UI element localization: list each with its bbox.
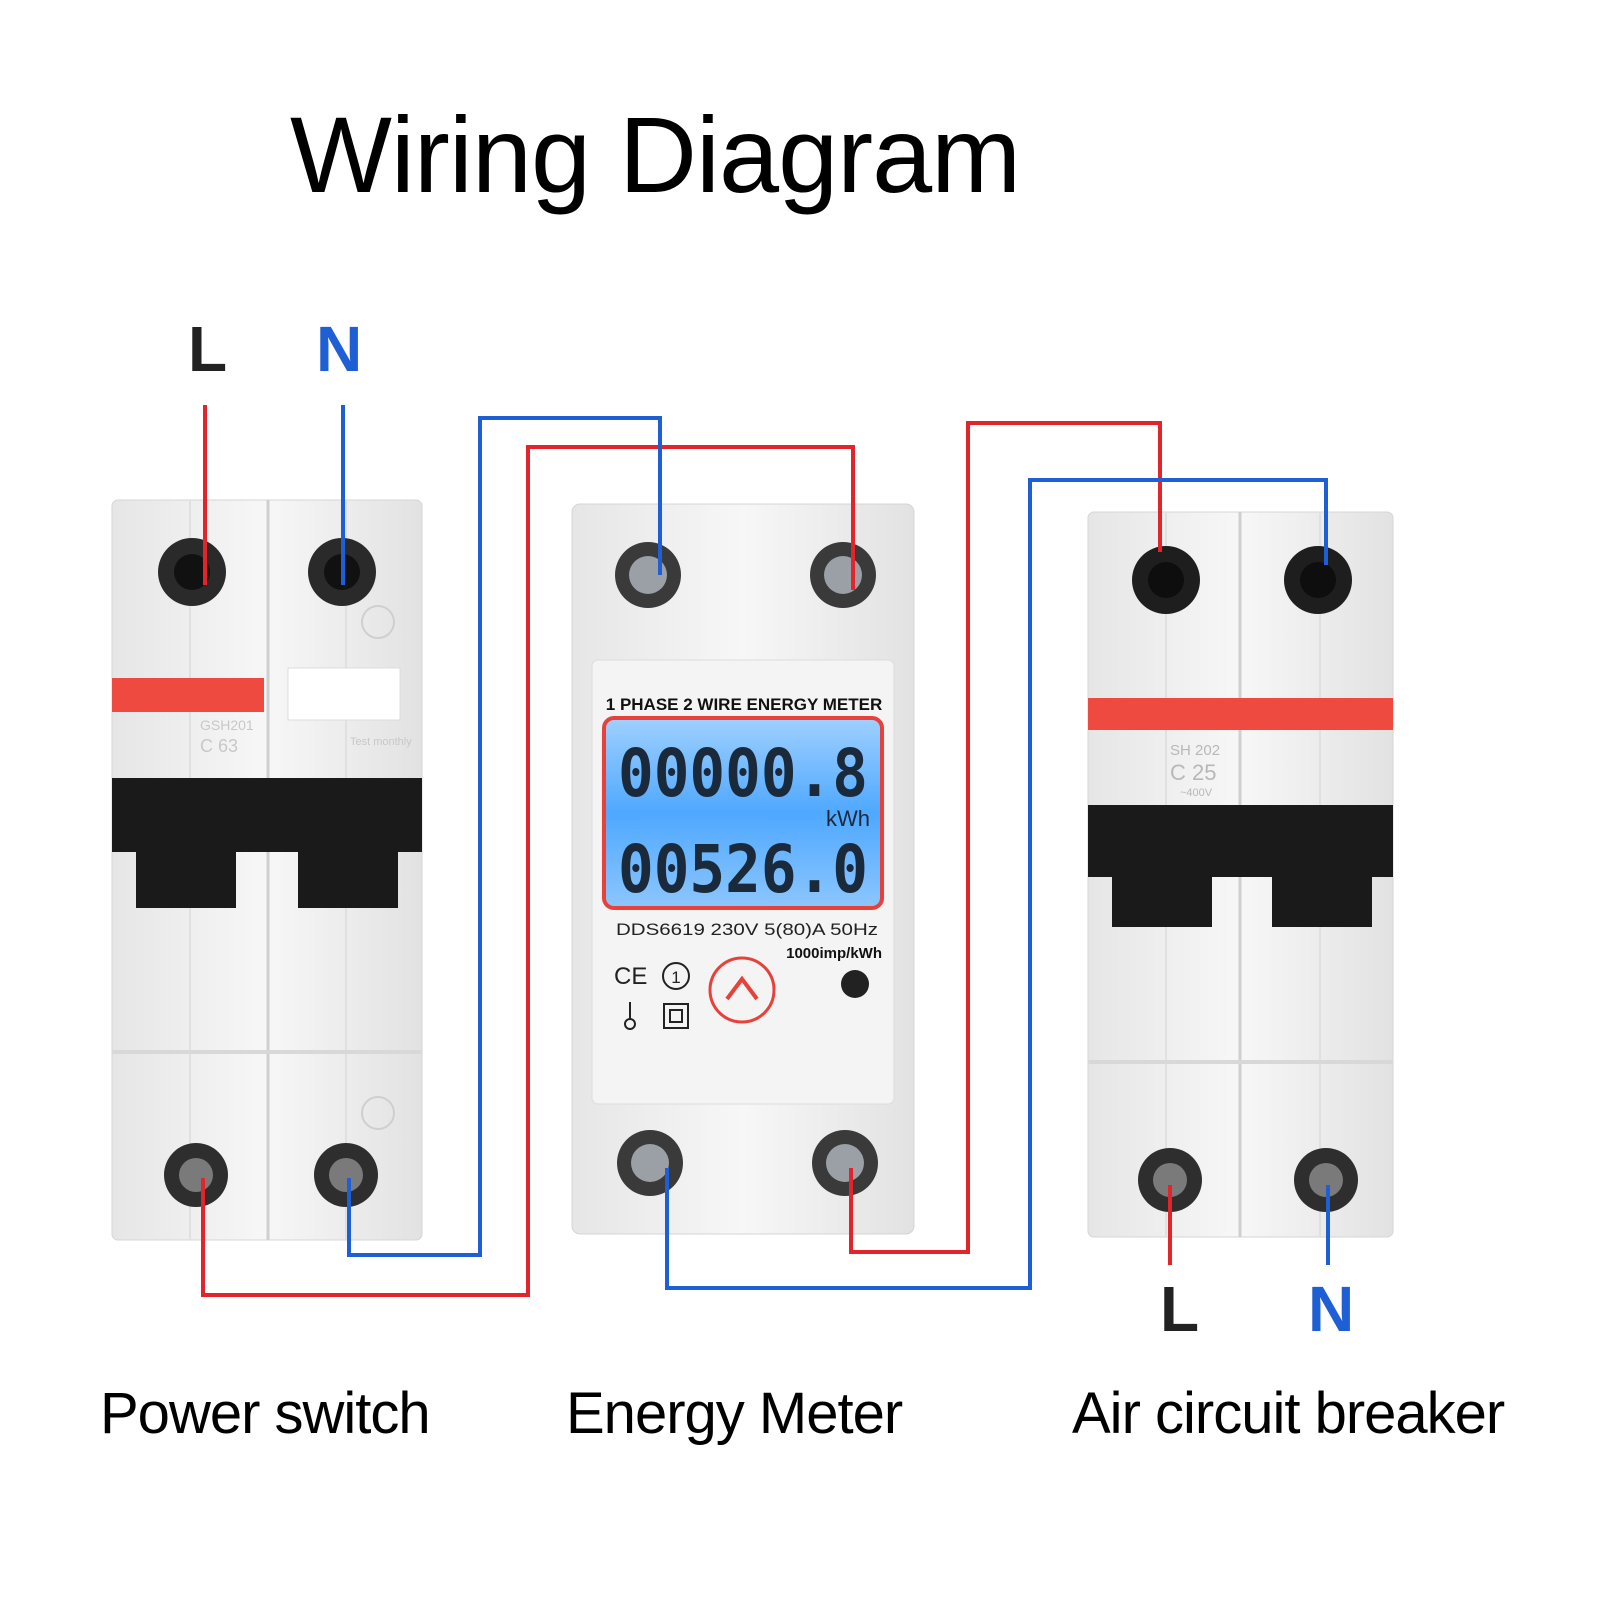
double-insulation-icon [663, 1003, 689, 1029]
air-circuit-breaker: SH 202 C 25 ~400V [1087, 511, 1394, 1238]
neutral-wire-breaker-to-meter [347, 416, 662, 1257]
live-wire-meter-to-breaker [849, 421, 1162, 1254]
pulse-led-warning-icon [708, 956, 776, 1024]
pulse-led-icon [841, 970, 869, 998]
top-line-label: L [188, 313, 228, 385]
right-breaker-toggle-bar[interactable] [1088, 805, 1393, 877]
right-breaker-voltage: ~400V [1180, 787, 1213, 799]
energy-meter-device: 1 PHASE 2 WIRE ENERGY METER 00000.8 kWh … [571, 503, 915, 1235]
left-breaker-rating: C 63 [200, 736, 238, 756]
right-breaker-lever-2[interactable] [1272, 877, 1372, 927]
energy-meter-caption: Energy Meter [566, 1381, 903, 1446]
power-switch-breaker: GSH201 C 63 Test monthly [111, 499, 423, 1241]
meter-unit: kWh [826, 806, 870, 831]
meter-spec-line: DDS6619 230V 5(80)A 50Hz [616, 920, 878, 939]
meter-reading-1: 00000.8 [618, 735, 868, 812]
left-breaker-model: GSH201 [200, 717, 254, 733]
bottom-neutral-label: N [1308, 1273, 1355, 1345]
bottom-line-label: L [1160, 1273, 1200, 1345]
wires [201, 405, 1330, 1297]
left-breaker-lever-1[interactable] [136, 852, 236, 908]
power-switch-caption: Power switch [100, 1381, 431, 1446]
left-breaker-toggle-bar[interactable] [112, 778, 422, 852]
top-neutral-label: N [316, 313, 363, 385]
left-breaker-test-text: Test monthly [350, 736, 412, 748]
left-breaker-lever-2[interactable] [298, 852, 398, 908]
diagram-title: Wiring Diagram [290, 94, 1021, 215]
meter-lcd-screen [602, 716, 884, 910]
meter-reading-2: 00526.0 [618, 831, 868, 908]
air-circuit-breaker-caption: Air circuit breaker [1072, 1381, 1505, 1446]
ce-mark: CE [614, 963, 647, 990]
neutral-wire-meter-to-breaker [665, 478, 1328, 1290]
meter-impulse: 1000imp/kWh [786, 945, 882, 962]
terminal-symbol-icon [624, 1002, 636, 1030]
live-wire-breaker-to-meter [201, 445, 855, 1297]
right-breaker-lever-1[interactable] [1112, 877, 1212, 927]
class-mark-circle [662, 962, 690, 990]
meter-heading: 1 PHASE 2 WIRE ENERGY METER [606, 695, 882, 714]
class-mark: 1 [671, 968, 680, 987]
right-breaker-model: SH 202 [1170, 742, 1220, 759]
right-breaker-rating: C 25 [1170, 760, 1216, 785]
